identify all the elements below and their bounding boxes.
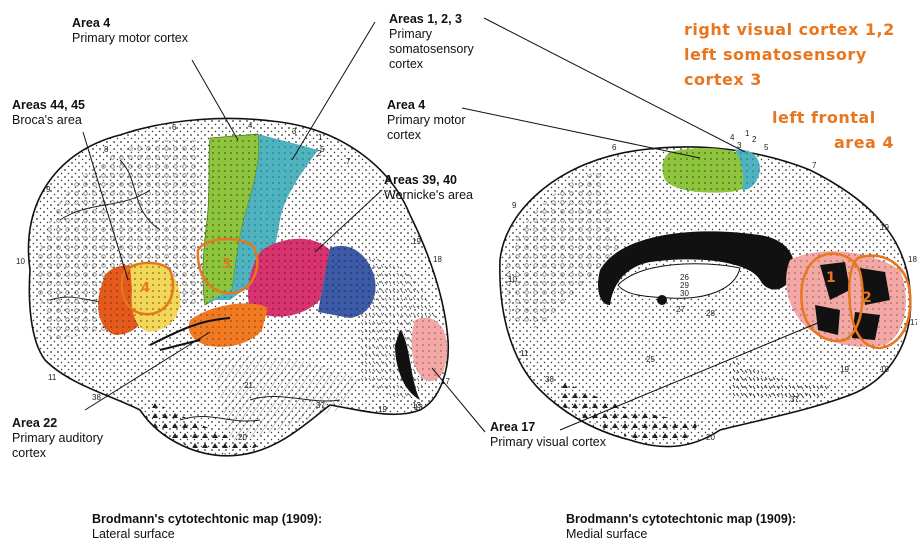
lateral-area-number: 4 <box>248 121 253 130</box>
label-sub: Primary auditory <box>12 431 103 446</box>
medial-area-number: 38 <box>545 375 554 384</box>
label-areas-39-40: Areas 39, 40 Wernicke's area <box>384 173 473 203</box>
annotation-line-4: left frontal <box>772 108 876 128</box>
mark-medial-1: 1 <box>826 268 836 288</box>
caption-title: Brodmann's cytotechtonic map (1909): <box>92 512 322 527</box>
label-sub: cortex <box>387 128 465 143</box>
lateral-area-number: 9 <box>46 185 51 194</box>
label-title: Areas 44, 45 <box>12 98 85 113</box>
label-sub: somatosensory <box>389 42 474 57</box>
lateral-area-number: 19 <box>412 237 421 246</box>
lateral-area-number: 18 <box>433 255 442 264</box>
label-areas-44-45: Areas 44, 45 Broca's area <box>12 98 85 128</box>
label-area4-lateral: Area 4 Primary motor cortex <box>72 16 188 46</box>
label-sub: Broca's area <box>12 113 82 127</box>
medial-area-number: 19 <box>880 223 889 232</box>
label-area4-medial: Area 4 Primary motor cortex <box>387 98 465 143</box>
lateral-area-number: 21 <box>244 381 253 390</box>
lateral-area-number: 3 <box>292 127 297 136</box>
caption-title: Brodmann's cytotechtonic map (1909): <box>566 512 796 527</box>
medial-area-number: 6 <box>612 143 617 152</box>
medial-area-number: 1 <box>745 129 750 138</box>
annotation-line-1: right visual cortex 1,2 <box>684 20 895 40</box>
medial-area-number: 25 <box>646 355 655 364</box>
label-sub: Primary motor cortex <box>72 31 188 45</box>
label-title: Area 4 <box>387 98 465 113</box>
lateral-area-number: 8 <box>104 145 109 154</box>
lateral-area-number: 20 <box>238 433 247 442</box>
label-title: Area 4 <box>72 16 188 31</box>
annotation-line-5: area 4 <box>834 133 894 153</box>
label-sub: Primary <box>389 27 474 42</box>
label-sub: cortex <box>389 57 474 72</box>
label-area22: Area 22 Primary auditory cortex <box>12 416 103 461</box>
lateral-area-number: 13 <box>414 403 423 412</box>
mark-medial-2: 2 <box>862 288 872 308</box>
caption-lateral: Brodmann's cytotechtonic map (1909): Lat… <box>92 512 322 542</box>
medial-area-number: 4 <box>730 133 735 142</box>
lateral-area-number: 5 <box>320 145 325 154</box>
medial-area-number: 37 <box>790 395 799 404</box>
medial-area-number: 19 <box>840 365 849 374</box>
medial-area-number: 28 <box>706 309 715 318</box>
label-area17: Area 17 Primary visual cortex <box>490 420 606 450</box>
caption-sub: Lateral surface <box>92 527 322 542</box>
medial-area-number: 18 <box>880 365 889 374</box>
caption-medial: Brodmann's cytotechtonic map (1909): Med… <box>566 512 796 542</box>
annotation-line-3: cortex 3 <box>684 70 762 90</box>
medial-area-number: 11 <box>520 349 529 358</box>
label-title: Area 17 <box>490 420 606 435</box>
caption-sub: Medial surface <box>566 527 796 542</box>
lateral-area-number: 1 <box>318 133 323 142</box>
medial-area-number: 18 <box>908 255 917 264</box>
mark-lateral-somato: 3 <box>222 255 232 275</box>
label-sub: cortex <box>12 446 103 461</box>
lateral-area-number: 37 <box>316 401 325 410</box>
medial-area-number: 9 <box>512 201 517 210</box>
lateral-area-number: 6 <box>172 123 177 132</box>
label-sub: Primary visual cortex <box>490 435 606 449</box>
medial-area-number: 10 <box>508 275 517 284</box>
lateral-area-number: 11 <box>48 373 57 382</box>
label-areas-1-2-3: Areas 1, 2, 3 Primary somatosensory cort… <box>389 12 474 72</box>
medial-area-number: 20 <box>706 433 715 442</box>
medial-area-number: 2 <box>752 135 757 144</box>
medial-area-number: 5 <box>764 143 769 152</box>
mark-lateral-broca: 4 <box>141 279 151 299</box>
annotation-line-2: left somatosensory <box>684 45 867 65</box>
medial-area-number: 30 <box>680 289 689 298</box>
label-title: Areas 39, 40 <box>384 173 473 188</box>
lateral-area-number: 19 <box>378 405 387 414</box>
label-title: Area 22 <box>12 416 103 431</box>
medial-area-number: 17 <box>910 318 917 327</box>
label-sub: Primary motor <box>387 113 465 128</box>
lateral-area-number: 10 <box>16 257 25 266</box>
lateral-area-number: 7 <box>346 157 351 166</box>
label-sub: Wernicke's area <box>384 188 473 202</box>
medial-area-number: 7 <box>812 161 817 170</box>
label-title: Areas 1, 2, 3 <box>389 12 474 27</box>
medial-area-number: 27 <box>676 305 685 314</box>
